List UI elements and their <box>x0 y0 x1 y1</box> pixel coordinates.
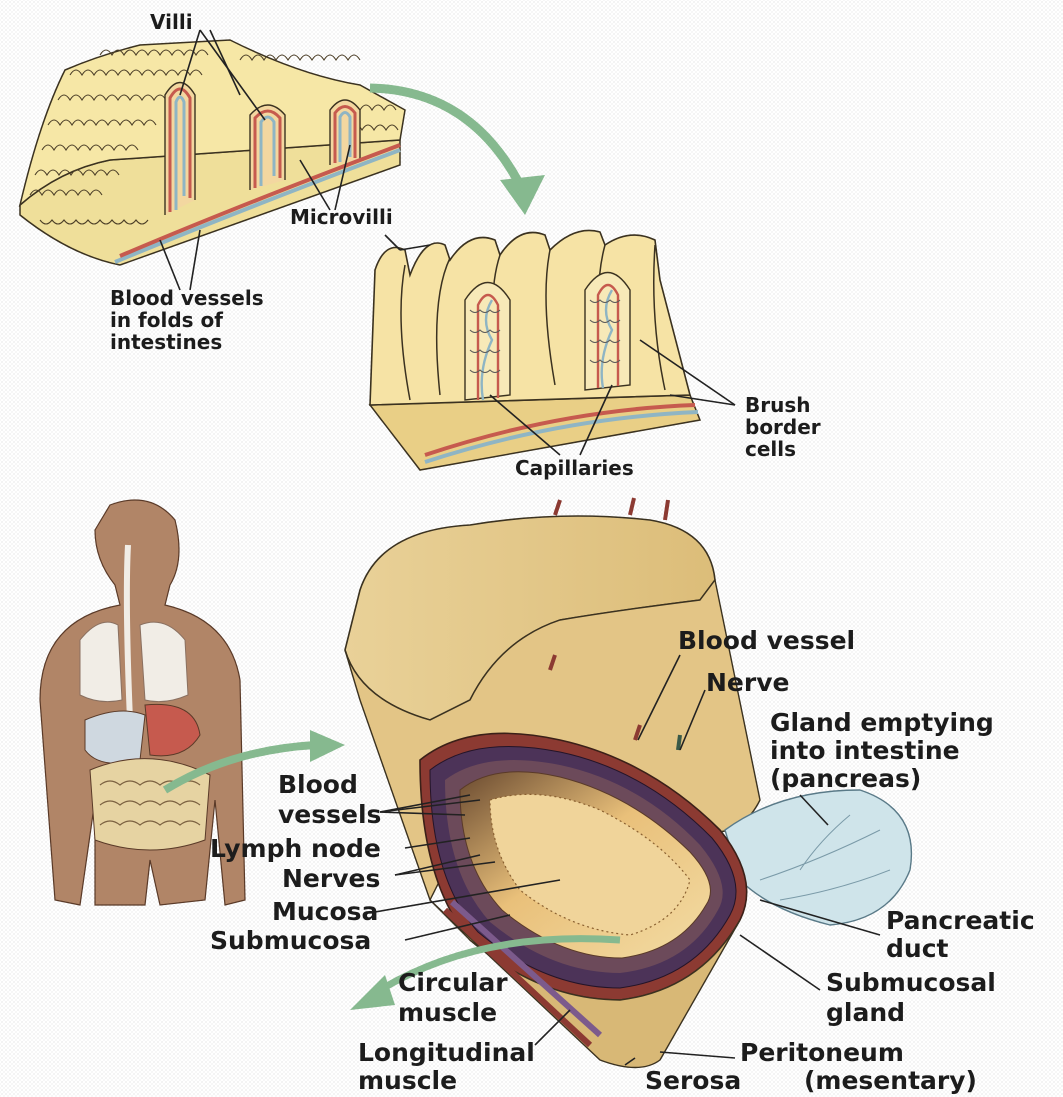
longitudinal-muscle-line2: muscle <box>358 1068 457 1093</box>
gland-emptying-line3: (pancreas) <box>770 766 921 791</box>
peritoneum-line2: (mesentary) <box>804 1068 977 1093</box>
pancreatic-duct-line1: Pancreatic <box>886 908 1035 933</box>
submucosa-label: Submucosa <box>210 928 371 953</box>
pancreatic-duct-line2: duct <box>886 936 948 961</box>
gland-emptying-line1: Gland emptying <box>770 710 994 735</box>
villi-label: Villi <box>150 12 193 32</box>
nerve-label: Nerve <box>706 670 789 695</box>
villi-block <box>20 40 405 265</box>
brush-border-line3: cells <box>745 439 796 459</box>
blood-vessels-line1: Blood <box>278 772 358 797</box>
blood-vessels-folds-line1: Blood vessels <box>110 288 264 308</box>
mucosa-label: Mucosa <box>272 899 378 924</box>
brush-border-line2: border <box>745 417 821 437</box>
nerves-label: Nerves <box>282 866 380 891</box>
blood-vessels-folds-line3: intestines <box>110 332 222 352</box>
circular-muscle-line2: muscle <box>398 1000 497 1025</box>
brush-border-line1: Brush <box>745 395 811 415</box>
gland-emptying-line2: into intestine <box>770 738 960 763</box>
circular-muscle-line1: Circular <box>398 970 508 995</box>
submucosal-gland-line2: gland <box>826 1000 905 1025</box>
capillaries-label: Capillaries <box>515 458 634 478</box>
peritoneum-line1: Peritoneum <box>740 1040 904 1065</box>
submucosal-gland-line1: Submucosal <box>826 970 996 995</box>
serosa-label: Serosa <box>645 1068 741 1093</box>
microvilli-label: Microvilli <box>290 207 393 227</box>
blood-vessels-line2: vessels <box>278 802 381 827</box>
lymph-node-label: Lymph node <box>210 836 381 861</box>
longitudinal-muscle-line1: Longitudinal <box>358 1040 535 1065</box>
blood-vessels-folds-line2: in folds of <box>110 310 223 330</box>
blood-vessel-label: Blood vessel <box>678 628 855 653</box>
